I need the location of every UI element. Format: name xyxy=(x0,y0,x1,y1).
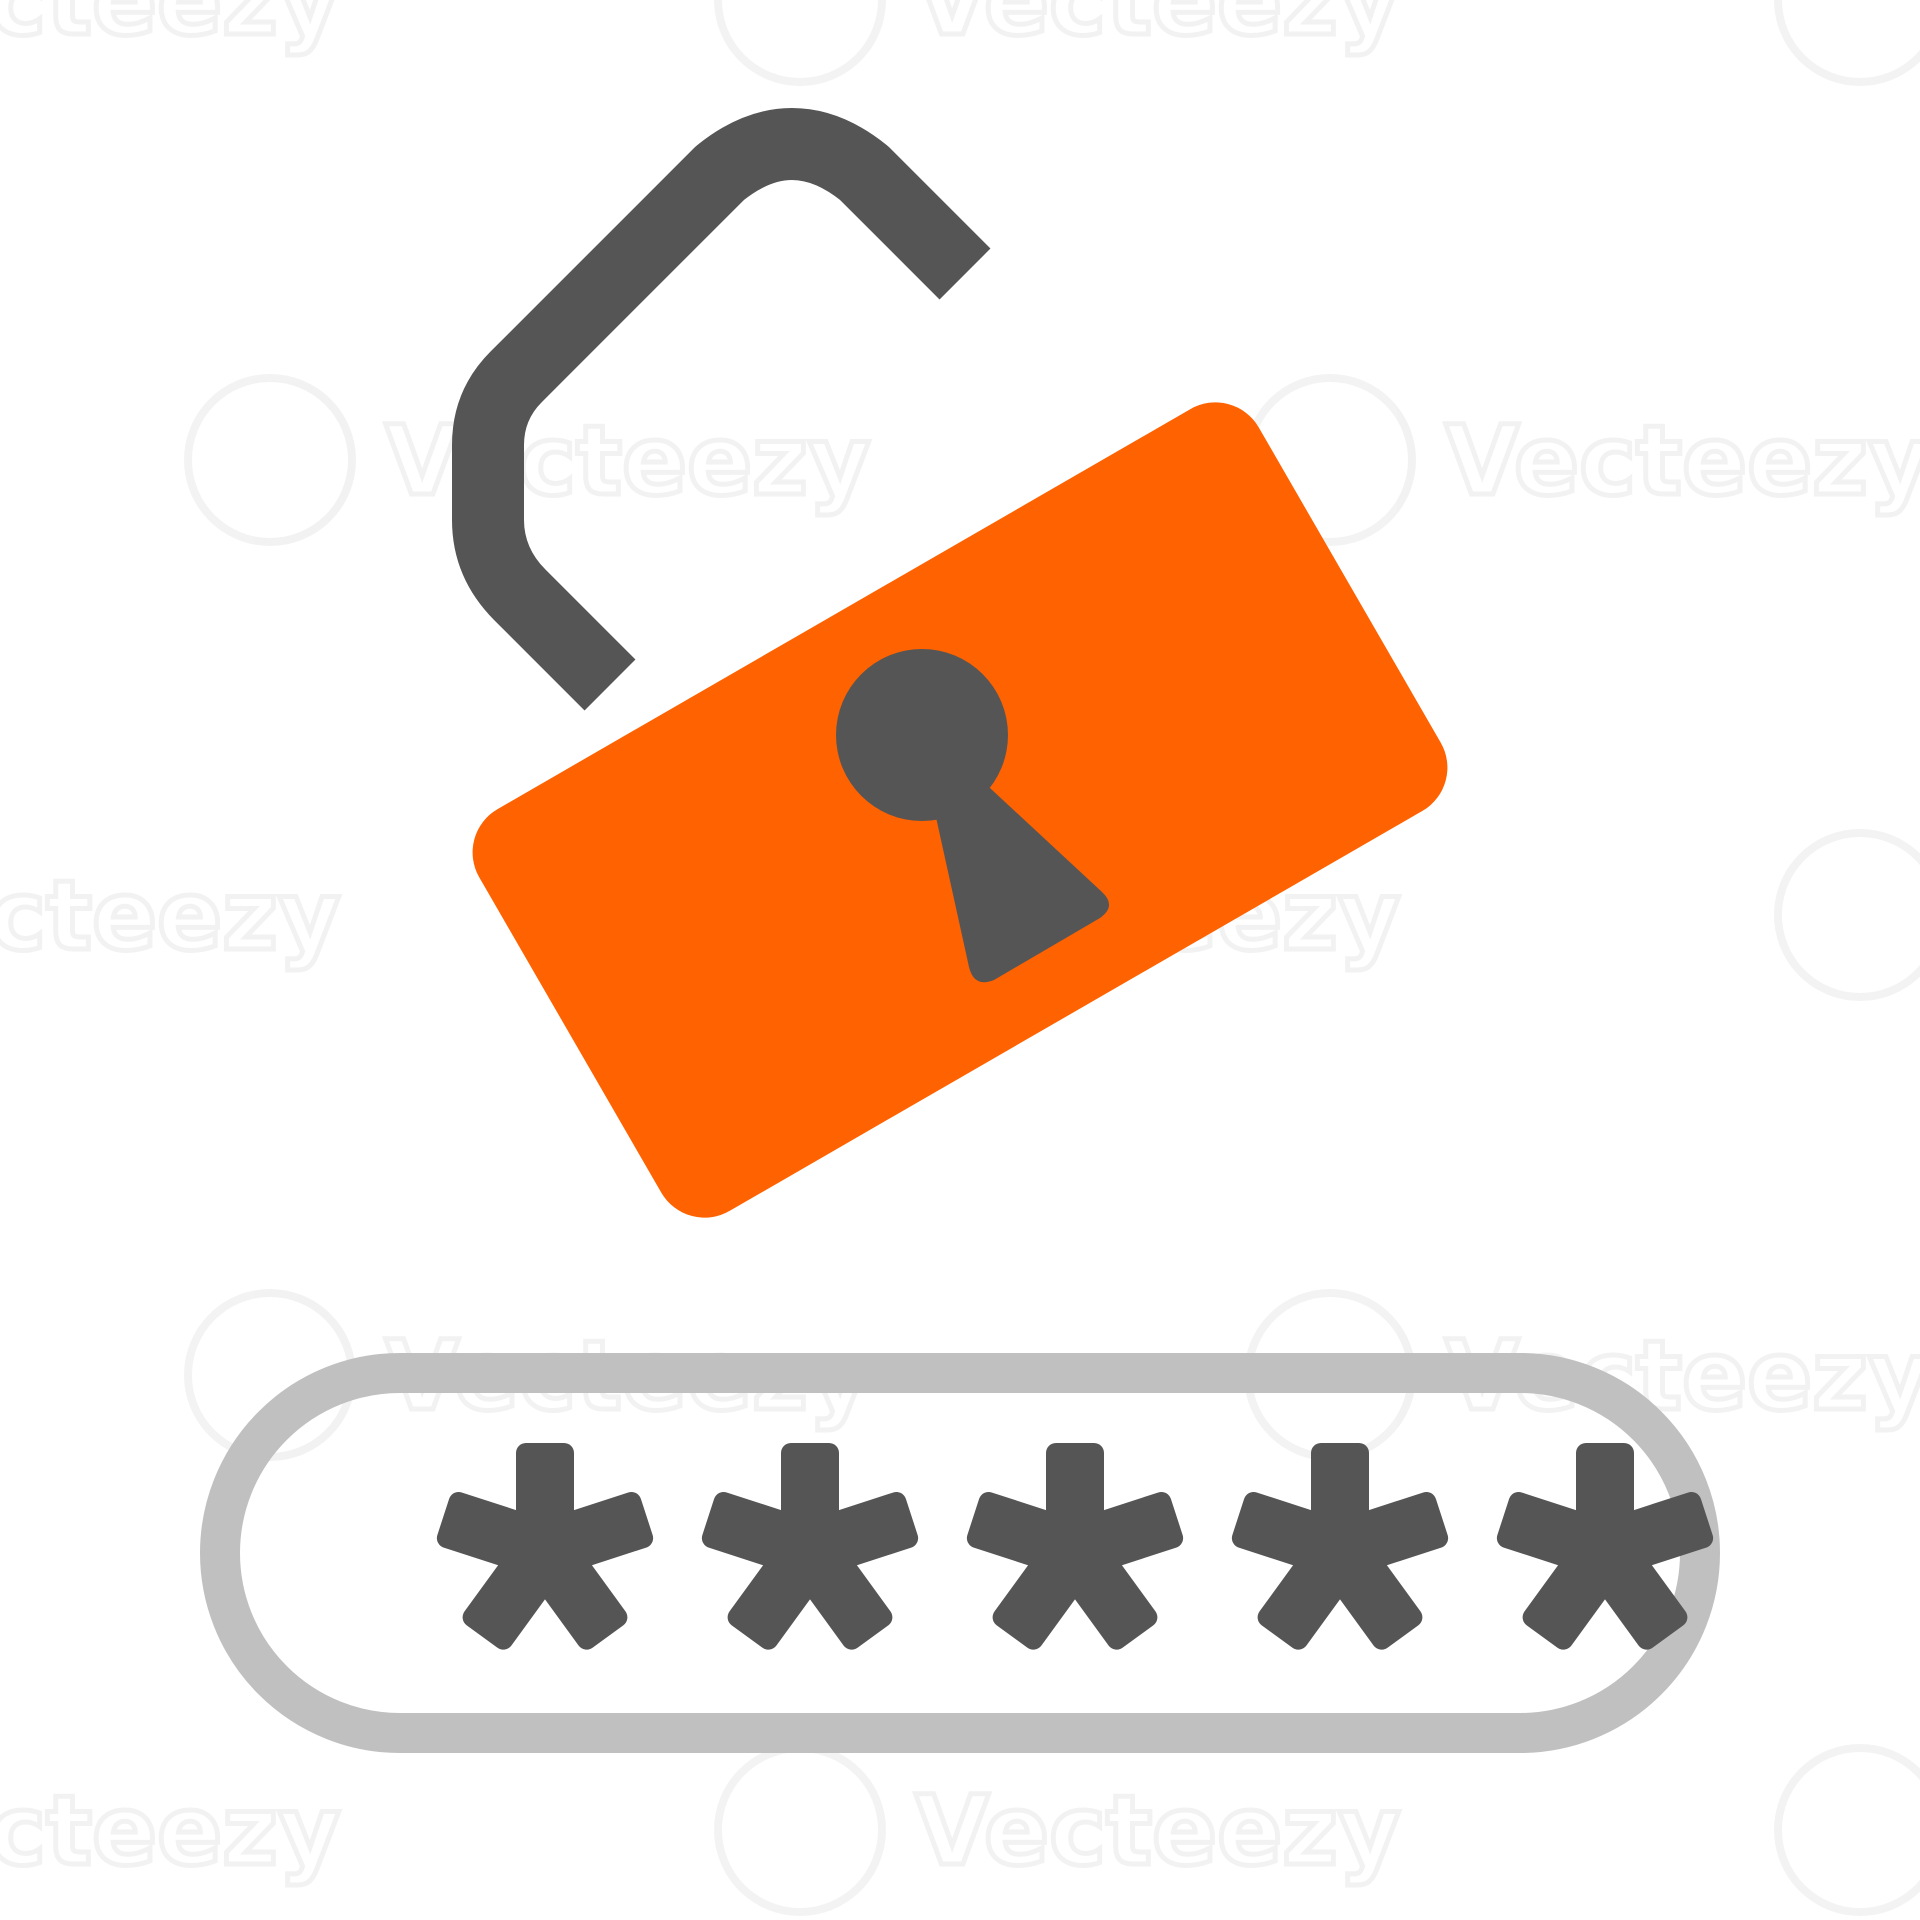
watermark-text: Vecteezy xyxy=(0,860,341,972)
watermark-text: Vecteezy xyxy=(0,0,341,57)
watermark-logo: Vecteezy xyxy=(0,0,343,60)
watermark-logo: Vecteezy xyxy=(1774,829,1920,1001)
watermark-text: Vecteezy xyxy=(0,1775,341,1887)
watermark-badge-icon xyxy=(714,1744,886,1916)
asterisk-hub xyxy=(772,1512,848,1588)
watermark-badge-icon xyxy=(714,0,886,86)
lock-shackle xyxy=(452,108,991,711)
watermark-logo: Vecteezy xyxy=(714,1744,1403,1916)
asterisk-icon xyxy=(1496,1443,1714,1650)
asterisk-icon xyxy=(436,1443,654,1650)
watermark-logo: Vecteezy xyxy=(0,858,343,975)
watermark-badge-icon xyxy=(184,374,356,546)
watermark-badge-icon xyxy=(1774,829,1920,1001)
keyhole-icon xyxy=(836,649,1110,983)
open-padlock-icon xyxy=(452,108,1448,1218)
asterisk-icon xyxy=(1231,1443,1449,1650)
watermark-text: Vecteezy xyxy=(915,0,1401,57)
watermark-logo: Vecteezy xyxy=(1244,374,1920,546)
watermark-logo: Vecteezy xyxy=(1774,1744,1920,1916)
watermark-text: Vecteezy xyxy=(1445,405,1920,517)
asterisk-icon xyxy=(966,1443,1184,1650)
password-mask xyxy=(436,1443,1714,1650)
asterisk-hub xyxy=(507,1512,583,1588)
keyhole-slot xyxy=(930,775,1110,983)
watermark-text: Vecteezy xyxy=(915,1775,1401,1887)
watermark-badge-icon xyxy=(1774,0,1920,86)
watermark-logo: Vecteezy xyxy=(1774,0,1920,86)
asterisk-hub xyxy=(1302,1512,1378,1588)
asterisk-icon xyxy=(701,1443,919,1650)
password-field-border xyxy=(200,1353,1720,1753)
watermark-logo: Vecteezy xyxy=(714,0,1403,86)
asterisk-hub xyxy=(1037,1512,1113,1588)
password-field xyxy=(200,1353,1720,1753)
keyhole-circle xyxy=(836,649,1008,821)
asterisk-hub xyxy=(1567,1512,1643,1588)
watermark-logo: Vecteezy xyxy=(0,1773,343,1890)
watermark-badge-icon xyxy=(1774,1744,1920,1916)
